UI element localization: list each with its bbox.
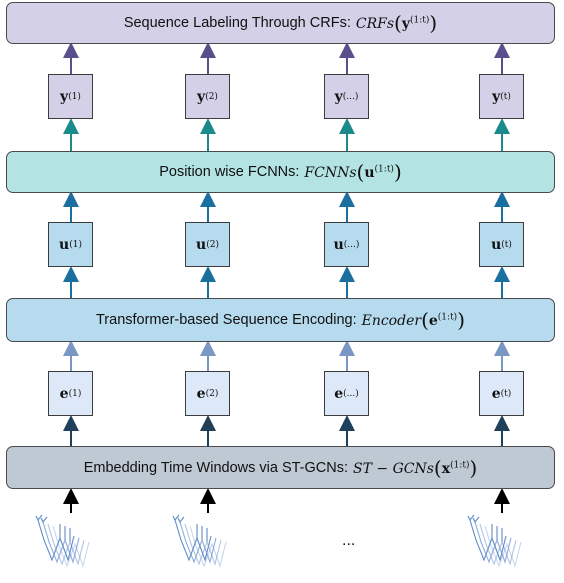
transformer-to-u-arrows xyxy=(63,266,510,298)
y-box-2: y(2) xyxy=(185,74,230,119)
u-box-1: u(1) xyxy=(48,222,93,267)
embedding-to-e-arrows xyxy=(63,415,510,446)
skeleton-to-embedding-arrows xyxy=(63,488,510,513)
skeleton-icon-4 xyxy=(467,514,522,567)
crf-arrows xyxy=(63,42,510,74)
e-box-4: e(t) xyxy=(479,371,524,416)
skeleton-icon-2 xyxy=(172,514,227,567)
fcnn-label: Position wise FCNNs: xyxy=(159,164,300,180)
u-box-3: u(...) xyxy=(324,222,369,267)
fcnn-to-y-arrows xyxy=(63,118,510,151)
crf-label: Sequence Labeling Through CRFs: xyxy=(123,15,351,31)
u-box-2: u(2) xyxy=(185,222,230,267)
u-box-4: u(t) xyxy=(479,222,524,267)
e-box-2: e(2) xyxy=(185,371,230,416)
transformer-layer-bar: Transformer-based Sequence Encoding: Enc… xyxy=(6,298,555,342)
transformer-label: Transformer-based Sequence Encoding: xyxy=(95,312,357,328)
crf-layer-bar: Sequence Labeling Through CRFs: CRFs(y(1… xyxy=(6,2,555,44)
embedding-label: Embedding Time Windows via ST-GCNs: xyxy=(83,459,349,476)
u-to-fcnn-arrows xyxy=(63,191,510,222)
e-box-3: e(...) xyxy=(324,371,369,416)
e-to-transformer-arrows xyxy=(63,340,510,371)
y-box-4: y(t) xyxy=(479,74,524,119)
embedding-func: ST − GCNs xyxy=(353,460,434,477)
embedding-layer-bar: Embedding Time Windows via ST-GCNs: ST −… xyxy=(6,446,555,489)
y-box-3: y(...) xyxy=(324,74,369,119)
e-box-1: e(1) xyxy=(48,371,93,416)
crf-func: CRFs xyxy=(355,16,395,32)
ellipsis-text: ... xyxy=(342,532,356,549)
y-box-1: y(1) xyxy=(48,74,93,119)
skeleton-icon-1 xyxy=(35,514,90,567)
fcnn-func: FCNNs xyxy=(304,165,357,181)
transformer-func: Encoder xyxy=(361,313,422,329)
fcnn-layer-bar: Position wise FCNNs: FCNNs(u(1:t)) xyxy=(6,151,555,193)
